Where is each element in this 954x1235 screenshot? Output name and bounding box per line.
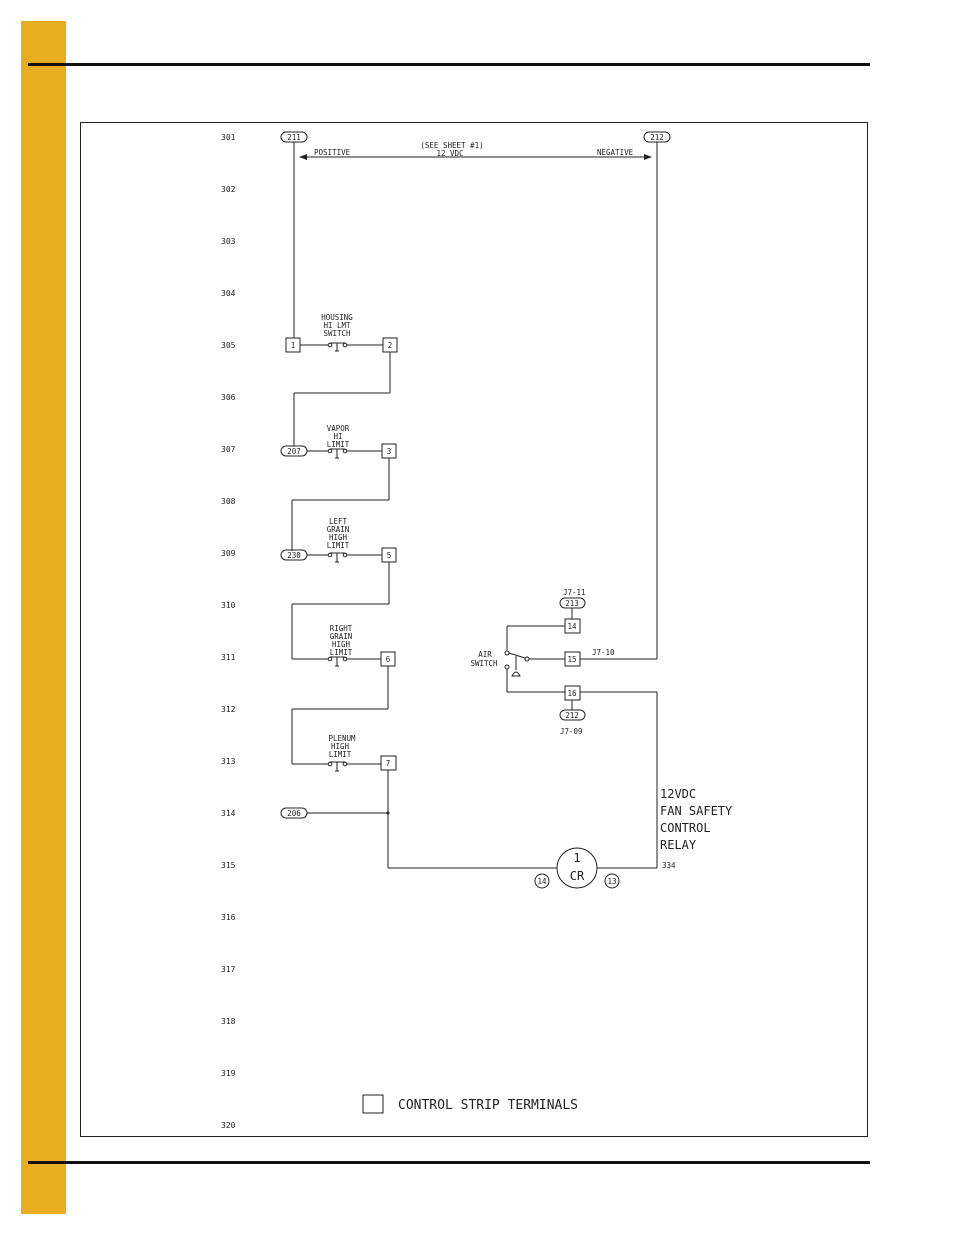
left-grain-high-limit-switch: LEFT GRAIN HIGH LIMIT 230 5 — [280, 517, 397, 563]
positive-label: POSITIVE — [314, 148, 351, 157]
negative-label: NEGATIVE — [597, 148, 634, 157]
switch-label: GRAIN — [327, 525, 350, 534]
switch-label: HIGH — [329, 533, 348, 542]
line-number: 306 — [221, 393, 236, 402]
line-number: 317 — [221, 965, 236, 974]
switch-label: HI — [333, 432, 342, 441]
connector-ref: J7-11 — [563, 588, 586, 597]
line-number: 318 — [221, 1017, 236, 1026]
line-number-column: 301 302 303 304 305 306 307 308 309 310 … — [221, 133, 236, 1130]
terminal-number: 16 — [567, 689, 577, 698]
supply-note: (SEE SHEET #1) — [420, 141, 483, 150]
line-number: 310 — [221, 601, 236, 610]
right-grain-high-limit-switch: RIGHT GRAIN HIGH LIMIT 6 — [292, 624, 396, 667]
switch-label: LIMIT — [330, 648, 353, 657]
connector-ref: J7-10 — [592, 648, 615, 657]
terminal-number: 3 — [387, 447, 392, 456]
wire-tag-label: 212 — [650, 133, 664, 142]
line-number: 302 — [221, 185, 236, 194]
line-number: 314 — [221, 809, 236, 818]
switch-label: PLENUM — [328, 734, 356, 743]
junction-dot — [386, 811, 390, 815]
air-switch-label: AIR — [478, 650, 492, 659]
coil-label: CR — [570, 869, 585, 883]
air-switch: J7-11 213 14 AIR SWITCH 15 J7-10 16 212 … — [470, 588, 657, 736]
switch-label: VAPOR — [327, 424, 350, 433]
switch-label: LIMIT — [329, 750, 352, 759]
line-number: 313 — [221, 757, 236, 766]
switch-label: LEFT — [329, 517, 348, 526]
plenum-high-limit-switch: PLENUM HIGH LIMIT 7 — [292, 734, 397, 772]
terminal-box — [564, 651, 581, 667]
line-number: 301 — [221, 133, 236, 142]
side-color-band — [21, 21, 66, 1214]
coil-pin-14 — [534, 873, 550, 889]
terminal-number: 14 — [567, 622, 577, 631]
supply-voltage: 12 VDC — [436, 149, 463, 158]
terminal-number: 7 — [386, 759, 391, 768]
top-rule — [28, 63, 870, 66]
wire-tag-label: 212 — [565, 711, 579, 720]
switch-label: RIGHT — [330, 624, 353, 633]
wire-tag-label: 230 — [287, 551, 301, 560]
legend: CONTROL STRIP TERMINALS — [362, 1094, 578, 1114]
wire-tag-212 — [559, 709, 586, 721]
wire-tag-label: 207 — [287, 447, 301, 456]
air-switch-label: SWITCH — [470, 659, 498, 668]
diagram-frame — [80, 122, 868, 1137]
switch-label: GRAIN — [330, 632, 353, 641]
switch-label: HIGH — [332, 640, 351, 649]
switch-label: LIMIT — [327, 440, 350, 449]
switch-label: HOUSING — [321, 313, 353, 322]
line-number: 315 — [221, 861, 236, 870]
vapor-hi-limit-switch: VAPOR HI LIMIT 207 3 — [280, 424, 397, 459]
coil-pin-13 — [604, 873, 620, 889]
legend-terminal-box — [362, 1094, 384, 1114]
relay-description: FAN SAFETY — [660, 804, 733, 818]
line-number: 316 — [221, 913, 236, 922]
line-number: 304 — [221, 289, 236, 298]
terminal-number: 1 — [291, 341, 296, 350]
line-number: 307 — [221, 445, 236, 454]
housing-hi-limit-switch: HOUSING HI LMT SWITCH 1 2 — [285, 313, 398, 353]
switch-label: SWITCH — [323, 329, 351, 338]
relay-description: CONTROL — [660, 821, 711, 835]
pin-number: 13 — [607, 877, 616, 886]
line-number: 311 — [221, 653, 236, 662]
line-number: 309 — [221, 549, 236, 558]
line-number: 320 — [221, 1121, 236, 1130]
pin-number: 14 — [537, 877, 547, 886]
relay-description: 12VDC — [660, 787, 696, 801]
relay-coil-circuit: 206 1 CR 14 13 12VDC FAN SAFETY CONTROL … — [280, 692, 733, 889]
switch-label: HIGH — [331, 742, 350, 751]
relay-ref: 334 — [662, 861, 676, 870]
terminal-number: 5 — [387, 551, 392, 560]
relay-description: RELAY — [660, 838, 697, 852]
line-number: 312 — [221, 705, 236, 714]
switch-label: HI LMT — [323, 321, 351, 330]
legend-label: CONTROL STRIP TERMINALS — [398, 1098, 578, 1113]
wire-tag-label: 206 — [287, 809, 301, 818]
wire-tag-label: 211 — [287, 133, 301, 142]
switch-label: LIMIT — [327, 541, 350, 550]
terminal-number: 2 — [388, 341, 393, 350]
line-number: 308 — [221, 497, 236, 506]
line-number: 305 — [221, 341, 236, 350]
terminal-number: 15 — [567, 655, 576, 664]
supply-bus: 211 212 (SEE SHEET #1) 12 VDC POSITIVE N… — [280, 131, 671, 660]
terminal-number: 6 — [386, 655, 391, 664]
line-number: 319 — [221, 1069, 236, 1078]
bottom-rule — [28, 1161, 870, 1164]
connector-ref: J7-09 — [560, 727, 583, 736]
coil-number: 1 — [573, 851, 580, 865]
wire-tag-label: 213 — [565, 599, 579, 608]
line-number: 303 — [221, 237, 236, 246]
